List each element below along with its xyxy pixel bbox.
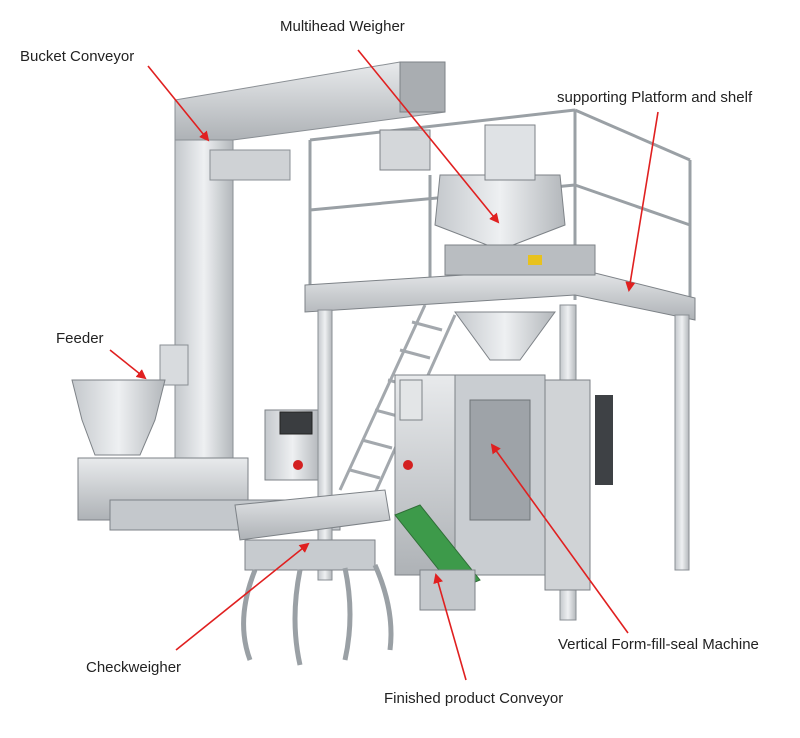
vffs-machine [394, 374, 613, 591]
arrow-finished-conveyor [433, 573, 467, 681]
label-supporting-platform: supporting Platform and shelf [557, 89, 753, 106]
arrow-vffs [490, 443, 629, 634]
checkweigher-machine [234, 489, 394, 666]
arrow-feeder [109, 349, 147, 380]
label-feeder: Feeder [56, 330, 104, 347]
callout-arrows [109, 49, 659, 681]
label-finished-product-conveyor: Finished product Conveyor [384, 690, 564, 707]
arrow-platform [625, 111, 659, 292]
arrow-bucket-conveyor [147, 65, 210, 142]
label-checkweigher: Checkweigher [86, 659, 182, 676]
label-multihead-weigher: Multihead Weigher [280, 18, 405, 35]
label-bucket-conveyor: Bucket Conveyor [20, 48, 135, 65]
bucket-conveyor-machine [159, 61, 446, 511]
filling-funnel [454, 311, 556, 361]
control-panel [264, 409, 321, 481]
arrow-checkweigher [175, 542, 310, 651]
multihead-weigher-machine [379, 124, 596, 276]
finished-product-conveyor-machine [394, 504, 481, 611]
arrow-multihead-weigher [357, 49, 500, 224]
label-vffs-machine: Vertical Form-fill-seal Machine [558, 636, 759, 653]
